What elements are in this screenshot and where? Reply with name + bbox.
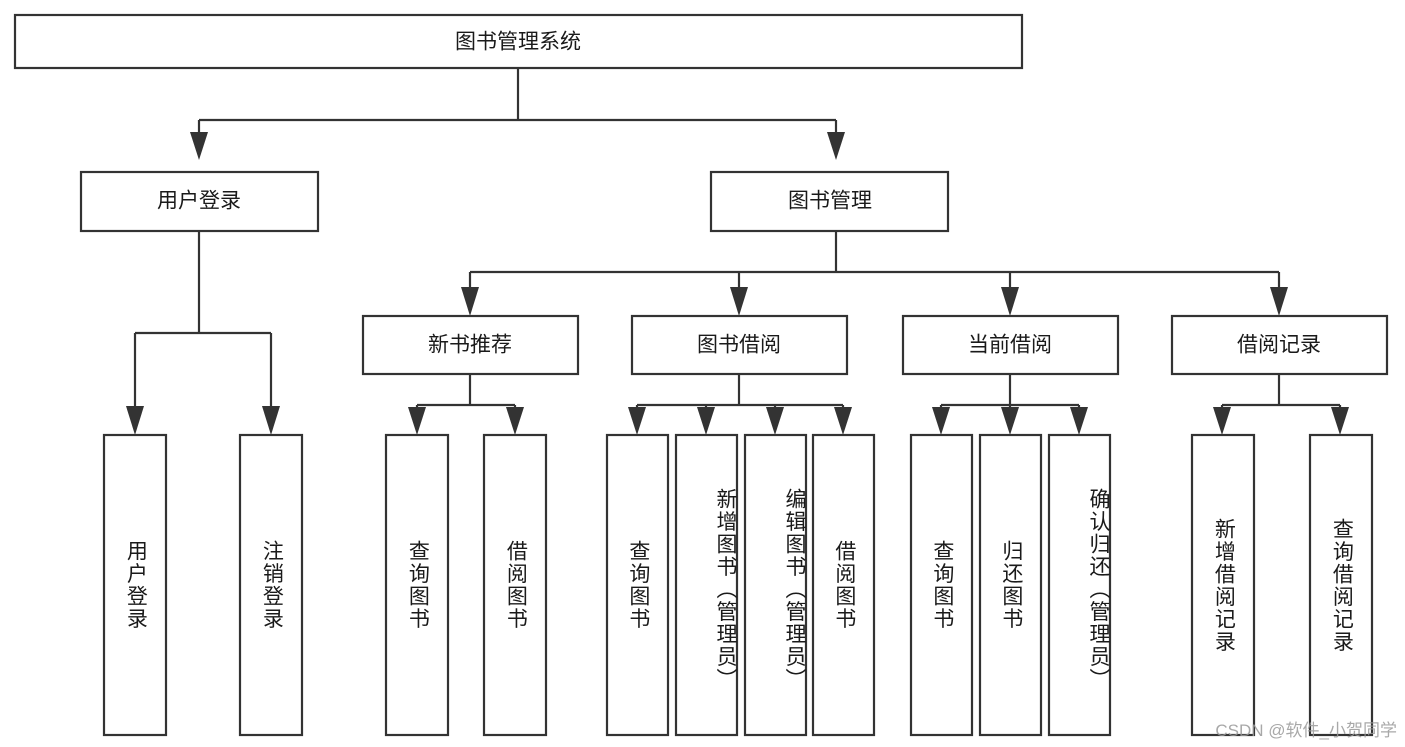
leaf-box-borrow-query-book[interactable] [605, 433, 670, 737]
node-new-book-recommend[interactable]: 新书推荐 [361, 314, 580, 376]
leaf-box-recommend-borrow-book[interactable] [482, 433, 548, 737]
node-borrow-records-label: 借阅记录 [1237, 334, 1321, 357]
node-book-borrow-box[interactable] [630, 314, 849, 376]
arrow-to-leaf-borrow-edit [766, 407, 784, 435]
arrow-to-leaf-recommend-borrow [506, 407, 524, 435]
leaf-box-records-add-record[interactable] [1190, 433, 1256, 737]
arrow-to-current-borrow [1001, 287, 1019, 316]
arrow-to-borrow-records [1270, 287, 1288, 316]
arrow-to-leaf-records-query [1331, 407, 1349, 435]
arrow-to-user-login [190, 132, 208, 160]
leaf-box-borrow-add-book[interactable] [674, 433, 739, 737]
node-user-login[interactable]: 用户登录 [79, 170, 320, 233]
node-new-book-recommend-box[interactable] [361, 314, 580, 376]
node-borrow-records-box[interactable] [1170, 314, 1389, 376]
arrow-to-leaf-current-return [1001, 407, 1019, 435]
node-user-login-box[interactable] [79, 170, 320, 233]
arrow-to-leaf-records-add [1213, 407, 1231, 435]
arrow-to-leaf-current-query [932, 407, 950, 435]
node-new-book-recommend-label: 新书推荐 [428, 334, 512, 357]
connector-group [126, 68, 1349, 435]
leaf-box-group [102, 433, 1374, 737]
arrow-to-book-mgmt [827, 132, 845, 160]
leaf-box-records-query-record[interactable] [1308, 433, 1374, 737]
node-current-borrow-label: 当前借阅 [968, 334, 1052, 357]
node-user-login-label: 用户登录 [157, 190, 241, 213]
node-book-management-label: 图书管理 [788, 190, 872, 213]
node-book-management-box[interactable] [709, 170, 950, 233]
leaf-box-user-login[interactable] [102, 433, 168, 737]
node-root-label: 图书管理系统 [455, 31, 581, 54]
node-book-borrow[interactable]: 图书借阅 [630, 314, 849, 376]
node-current-borrow[interactable]: 当前借阅 [901, 314, 1120, 376]
arrow-to-new-book-recommend [461, 287, 479, 316]
leaf-box-recommend-query-book[interactable] [384, 433, 450, 737]
arrow-to-leaf-borrow-borrow [834, 407, 852, 435]
node-borrow-records[interactable]: 借阅记录 [1170, 314, 1389, 376]
leaf-box-borrow-borrow-book[interactable] [811, 433, 876, 737]
leaf-box-current-return-book[interactable] [978, 433, 1043, 737]
arrow-to-leaf-borrow-query [628, 407, 646, 435]
arrow-to-leaf-recommend-query [408, 407, 426, 435]
node-root-box[interactable] [13, 13, 1024, 70]
node-book-management[interactable]: 图书管理 [709, 170, 950, 233]
leaf-box-current-confirm-return[interactable] [1047, 433, 1112, 737]
arrow-to-book-borrow [730, 287, 748, 316]
node-current-borrow-box[interactable] [901, 314, 1120, 376]
arrow-to-leaf-current-confirm [1070, 407, 1088, 435]
leaf-box-logout[interactable] [238, 433, 304, 737]
csdn-watermark: CSDN @软件_小贺同学 [1215, 721, 1397, 740]
leaf-box-borrow-edit-book[interactable] [743, 433, 808, 737]
node-book-borrow-label: 图书借阅 [697, 334, 781, 357]
arrow-to-leaf-logout [262, 406, 280, 435]
arrow-to-leaf-borrow-add [697, 407, 715, 435]
arrow-to-leaf-user-login [126, 406, 144, 435]
leaf-box-current-query-book[interactable] [909, 433, 974, 737]
node-root[interactable]: 图书管理系统 [13, 13, 1024, 70]
